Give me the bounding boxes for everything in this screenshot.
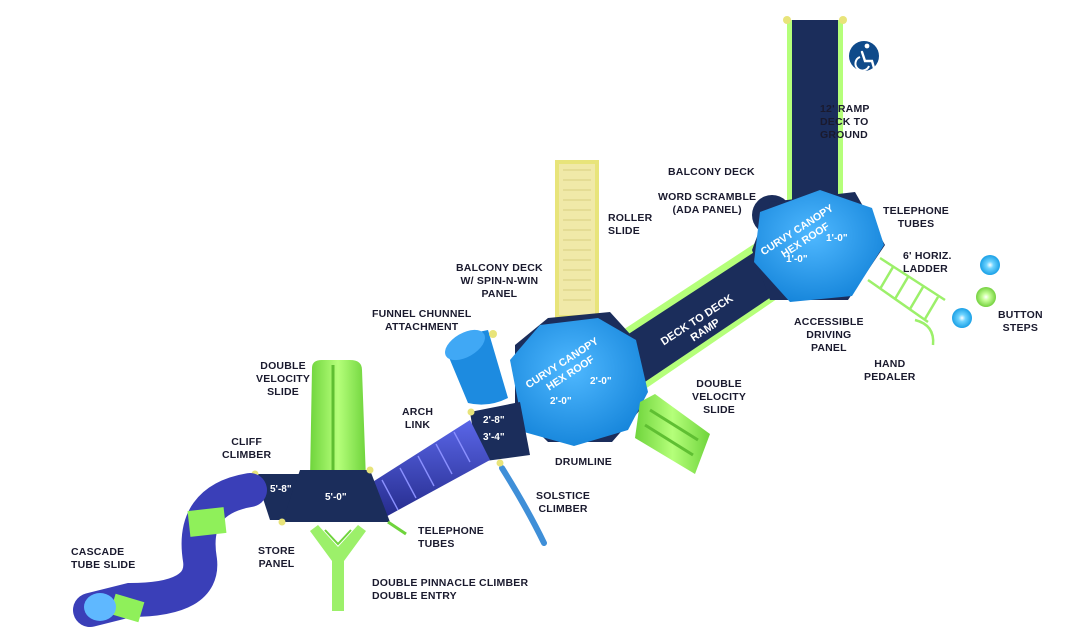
funnel-chunnel [445,329,508,405]
label-balcony-deck: BALCONY DECK [668,166,755,178]
connector-deck: 2'-8" 3'-4" [467,402,530,467]
height-deck-c: 5'-8" [270,484,292,495]
double-pinnacle-climber [310,525,366,611]
height-deck-a: 2'-8" [483,415,505,426]
telephone-tube-bottom [387,520,407,536]
double-velocity-slide-left [310,360,366,480]
accessibility-icon [849,41,879,72]
label-drumline: DRUMLINE [555,456,613,468]
cascade-tube-slide [73,473,267,627]
label-word-scramble: WORD SCRAMBLE(ADA PANEL) [658,191,757,216]
right-tower: CURVY CANOPY HEX ROOF 1'-0" 1'-0" [752,190,885,302]
roller-slide [555,160,599,319]
label-horizontal-ladder: 6' HORIZ.LADDER [903,250,952,275]
height-deck-b: 3'-4" [483,432,505,443]
height-deck-d: 5'-0" [325,492,347,503]
height-center-1: 2'-0" [590,376,612,387]
button-steps [952,255,1000,328]
ramp-to-ground [783,16,847,220]
double-velocity-slide-right [635,394,710,474]
deck-to-deck-ramp: DECK TO DECK RAMP [600,240,790,398]
left-deck: 5'-8" 5'-0" [251,466,390,526]
height-right-2: 1'-0" [786,254,808,265]
height-right-1: 1'-0" [826,233,848,244]
solstice-climber [499,465,547,546]
arch-link-tube [360,420,490,520]
height-center-2: 2'-0" [550,396,572,407]
horizontal-ladder [867,256,946,346]
center-tower: CURVY CANOPY HEX ROOF 2'-0" 2'-0" [510,312,648,446]
